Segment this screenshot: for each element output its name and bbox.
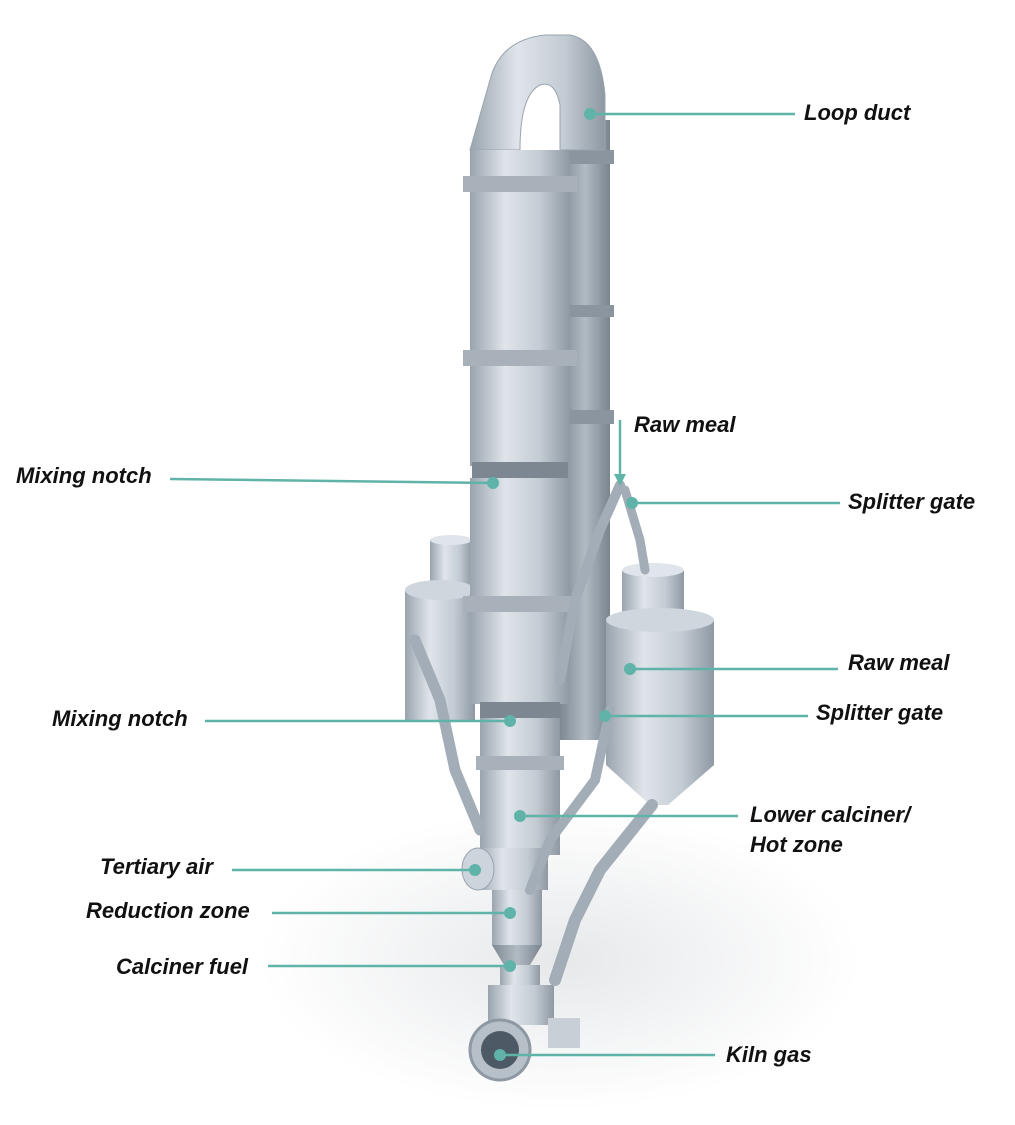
dot-splitter-gate-upper	[626, 497, 638, 509]
label-splitter-gate-lower: Splitter gate	[816, 700, 944, 725]
dot-mixing-notch-upper	[487, 477, 499, 489]
label-tertiary-air: Tertiary air	[100, 854, 213, 879]
raw-meal-arrow	[614, 474, 626, 486]
reduction-zone-section	[488, 890, 554, 1025]
label-lower-calciner-line2: Hot zone	[750, 832, 843, 857]
label-mixing-notch-upper: Mixing notch	[16, 463, 152, 488]
label-raw-meal-top: Raw meal	[634, 412, 736, 437]
label-raw-meal-lower: Raw meal	[848, 650, 950, 675]
dot-lower-calciner	[514, 810, 526, 822]
label-reduction-zone: Reduction zone	[86, 898, 250, 923]
label-mixing-notch-lower: Mixing notch	[52, 706, 188, 731]
dot-calciner-fuel	[504, 960, 516, 972]
leader-lines	[169, 112, 840, 1057]
label-calciner-fuel: Calciner fuel	[116, 954, 249, 979]
dot-mixing-notch-lower	[504, 715, 516, 727]
dot-reduction-zone	[504, 907, 516, 919]
label-lower-calciner-line1: Lower calciner/	[750, 802, 911, 827]
dot-raw-meal-lower	[624, 663, 636, 675]
label-kiln-gas: Kiln gas	[726, 1042, 812, 1067]
dot-splitter-gate-lower	[599, 710, 611, 722]
label-splitter-gate-upper: Splitter gate	[848, 489, 976, 514]
leader-mixing-notch-upper	[169, 477, 494, 485]
loop-duct	[469, 34, 606, 151]
leader-dots	[469, 108, 638, 1061]
dot-tertiary-air	[469, 864, 481, 876]
dot-kiln-gas	[494, 1049, 506, 1061]
meal-pipes	[409, 480, 658, 986]
dot-loop-duct	[584, 108, 596, 120]
main-column	[463, 150, 577, 855]
right-cyclone	[606, 563, 714, 805]
label-loop-duct: Loop duct	[804, 100, 911, 125]
